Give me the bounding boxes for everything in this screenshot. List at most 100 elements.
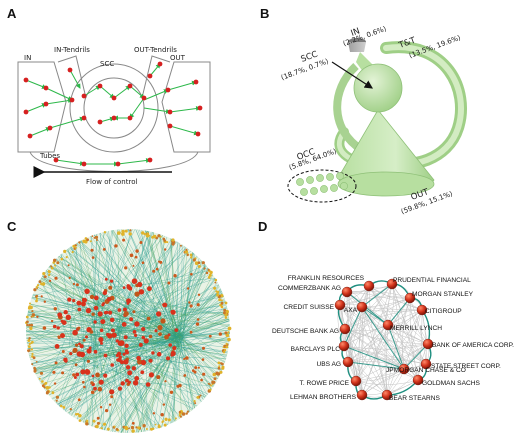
network-edge: [39, 280, 179, 338]
network-edge: [108, 268, 209, 341]
network-edge: [175, 282, 218, 339]
periphery-node: [51, 391, 55, 395]
mid-node: [197, 293, 201, 296]
core-grey-edge: [361, 306, 388, 396]
firm-label: T. ROWE PRICE: [300, 380, 350, 387]
network-edge: [106, 231, 145, 361]
network-edge: [141, 299, 229, 316]
core-node: [134, 321, 140, 327]
network-edge: [130, 321, 230, 343]
periphery-node: [137, 426, 141, 430]
mid-node: [53, 307, 57, 311]
network-edge: [101, 352, 183, 418]
periphery-node: [219, 370, 223, 374]
periphery-node: [100, 427, 103, 430]
core-node: [156, 311, 162, 317]
core-grey-edge: [346, 291, 411, 299]
core-node: [160, 318, 166, 324]
mid-node: [83, 385, 86, 389]
periphery-node: [193, 400, 196, 403]
network-edge: [94, 307, 154, 430]
network-edge: [26, 324, 128, 354]
mid-node: [90, 390, 95, 395]
periphery-node: [152, 427, 155, 430]
mid-node: [129, 253, 134, 258]
mid-node: [40, 295, 43, 298]
network-edge: [179, 306, 228, 336]
core-node: [108, 310, 113, 315]
core-node: [104, 277, 108, 281]
core-node: [86, 359, 90, 363]
periphery-node: [42, 272, 46, 276]
core-node: [136, 355, 141, 361]
mid-node: [72, 373, 76, 377]
network-edge: [141, 229, 146, 343]
periphery-node: [181, 412, 186, 416]
a-out-tendrils-label: OUT-Tendrils: [134, 46, 177, 54]
scc-sphere: [353, 63, 403, 113]
mid-node: [53, 382, 57, 385]
core-grey-edge: [343, 345, 405, 370]
periphery-node: [35, 294, 39, 298]
network-edge: [70, 246, 144, 363]
network-edge: [144, 332, 230, 342]
firm-node: [334, 299, 346, 311]
network-edge: [173, 324, 230, 342]
core-node: [89, 330, 94, 334]
network-edge: [95, 265, 207, 383]
periphery-node: [30, 323, 34, 327]
periphery-node: [94, 235, 99, 239]
core-node: [174, 328, 179, 332]
periphery-node: [28, 323, 31, 327]
network-edge: [108, 230, 122, 361]
network-edge: [148, 232, 154, 293]
periphery-node: [54, 264, 57, 267]
core-node: [154, 329, 158, 333]
core-node: [125, 365, 131, 370]
core-node: [137, 281, 143, 288]
mid-node: [162, 403, 166, 406]
periphery-node: [223, 308, 227, 312]
core-grey-edge: [391, 283, 427, 365]
periphery-node: [135, 426, 138, 429]
network-edge: [180, 333, 205, 399]
periphery-node: [217, 366, 221, 370]
periphery-node: [62, 406, 66, 409]
firm-node: [350, 375, 362, 387]
periphery-node: [221, 365, 225, 369]
periphery-node: [78, 241, 81, 244]
core-grey-edge: [344, 328, 388, 396]
periphery-node: [40, 282, 43, 286]
core-node: [95, 372, 100, 378]
network-edge: [161, 335, 181, 428]
network-edge: [182, 339, 193, 410]
network-edge: [55, 259, 180, 335]
core-node: [110, 279, 114, 283]
core-node: [98, 336, 104, 343]
firm-label: FRANKLIN RESOURCES: [288, 275, 365, 282]
core-teal-edge: [403, 343, 429, 370]
network-edge: [82, 338, 179, 423]
periphery-node: [59, 404, 63, 408]
network-edge: [35, 288, 129, 324]
periphery-node: [131, 429, 135, 433]
network-edge: [32, 294, 183, 339]
core-node: [148, 372, 154, 378]
network-edge: [99, 232, 156, 304]
core-node: [138, 289, 145, 295]
network-edge: [90, 234, 162, 325]
periphery-node: [65, 256, 68, 259]
network-edges: [26, 229, 230, 433]
mid-node: [90, 381, 94, 385]
network-edge: [55, 258, 175, 334]
core-grey-edge: [347, 343, 429, 363]
network-edge: [174, 295, 224, 335]
network-edge: [180, 288, 221, 341]
core-node: [63, 310, 68, 315]
periphery-node: [186, 253, 189, 257]
network-edge: [174, 277, 216, 336]
periphery-node: [27, 349, 30, 352]
network-edge: [52, 261, 102, 355]
core-grey-edge: [421, 309, 427, 365]
a-tubes-label: Tubes: [39, 152, 60, 160]
